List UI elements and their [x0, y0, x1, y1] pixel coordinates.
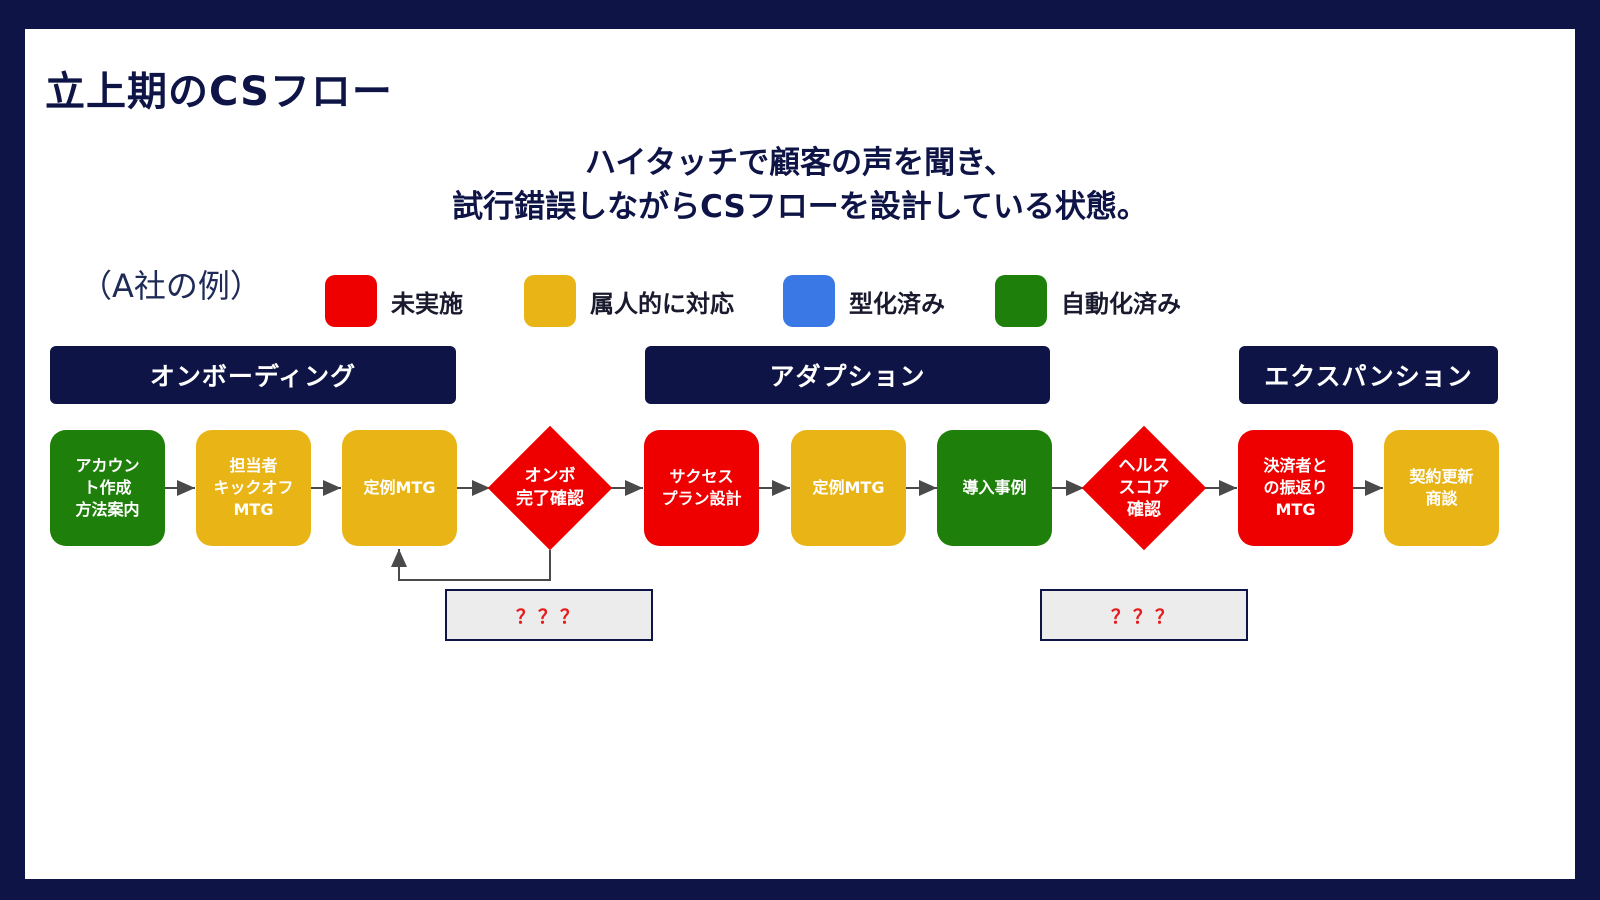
subtitle-line-1: ハイタッチで顧客の声を聞き、 [585, 145, 1015, 181]
step-renewal-meeting: 契約更新 商談 [1384, 430, 1499, 546]
decision-label: オンボ 完了確認 [516, 466, 584, 509]
subtitle-line-2: 試行錯誤しながらCSフローを設計している状態。 [452, 189, 1148, 225]
legend-item-automated: 自動化済み [995, 274, 1181, 328]
step-success-plan: サクセス プラン設計 [644, 430, 759, 546]
step-kickoff-mtg: 担当者 キックオフ MTG [196, 430, 311, 546]
step-regular-mtg-2: 定例MTG [791, 430, 906, 546]
step-regular-mtg: 定例MTG [342, 430, 457, 546]
step-health-score-check: ヘルス スコア 確認 [1081, 425, 1207, 551]
legend-item-individual: 属人的に対応 [524, 274, 734, 328]
legend-label: 型化済み [849, 289, 945, 318]
legend-label: 未実施 [391, 289, 463, 318]
slide: 立上期のCSフロー ハイタッチで顧客の声を聞き、 試行錯誤しながらCSフローを設… [25, 29, 1575, 879]
legend-swatch [783, 275, 835, 327]
legend-swatch [995, 275, 1047, 327]
loop-back-arrow [391, 549, 551, 581]
phase-adoption: アダプション [645, 346, 1050, 404]
example-label: （A社の例） [80, 267, 262, 305]
subtitle: ハイタッチで顧客の声を聞き、 試行錯誤しながらCSフローを設計している状態。 [25, 141, 1575, 229]
phase-expansion: エクスパンション [1239, 346, 1498, 404]
legend-label: 属人的に対応 [590, 289, 734, 318]
decision-label: ヘルス スコア 確認 [1118, 456, 1170, 520]
step-account-creation: アカウン ト作成 方法案内 [50, 430, 165, 546]
step-review-mtg: 決済者と の振返り MTG [1238, 430, 1353, 546]
unknown-box: ？？？ [1040, 589, 1248, 641]
flow-connectors [165, 480, 1383, 581]
legend-item-not-done: 未実施 [325, 274, 463, 328]
step-case-study: 導入事例 [937, 430, 1052, 546]
legend-item-standardized: 型化済み [783, 274, 945, 328]
phase-onboarding: オンボーディング [50, 346, 456, 404]
legend-label: 自動化済み [1061, 289, 1181, 318]
slide-title: 立上期のCSフロー [45, 69, 393, 115]
unknown-box: ？？？ [445, 589, 653, 641]
legend-swatch [524, 275, 576, 327]
legend-swatch [325, 275, 377, 327]
step-onboarding-check: オンボ 完了確認 [487, 425, 613, 551]
